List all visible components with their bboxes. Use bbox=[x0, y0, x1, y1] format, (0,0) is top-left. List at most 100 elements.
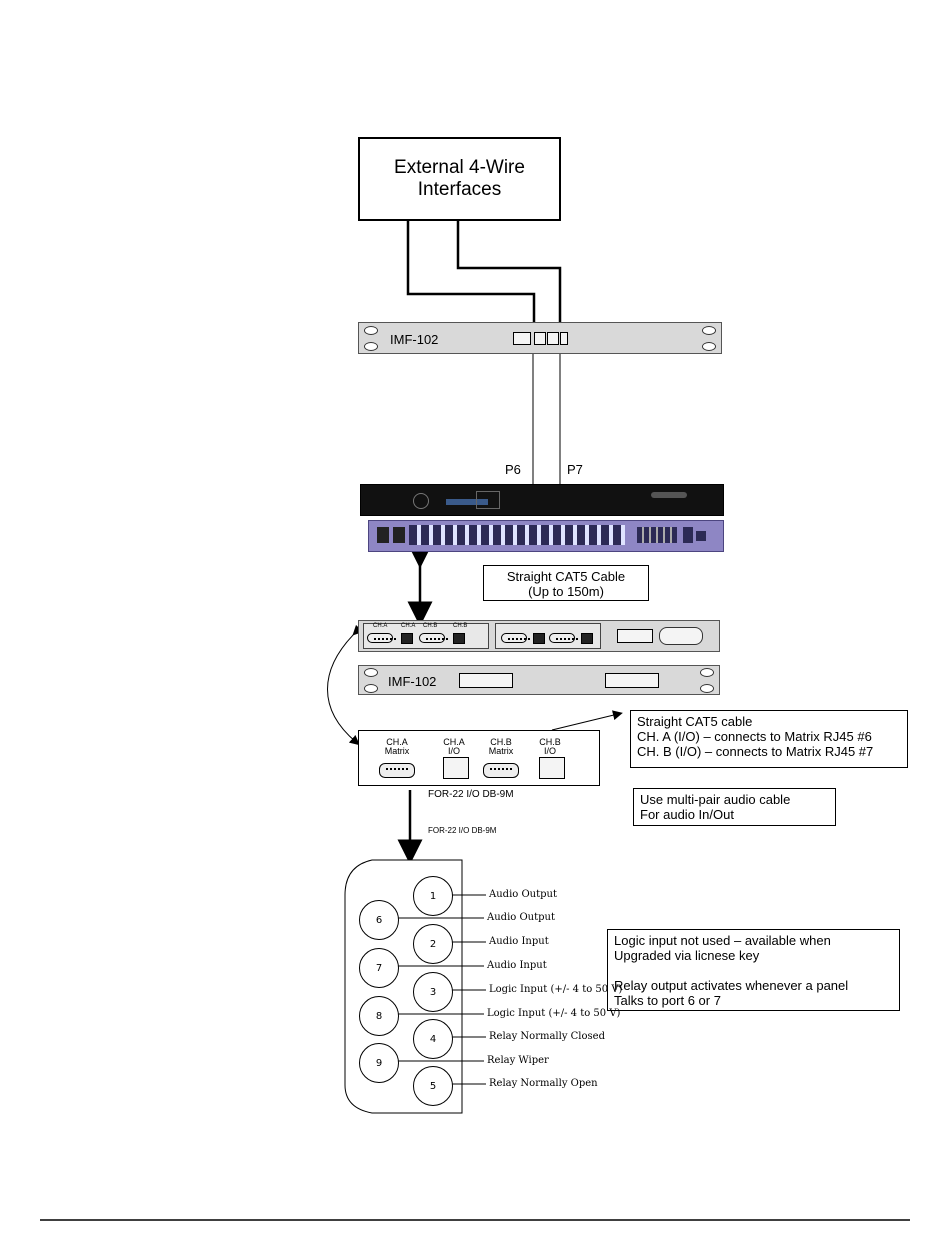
matrix-back-panel bbox=[368, 520, 724, 552]
pin-8: 8 bbox=[359, 996, 399, 1036]
back-rj45 bbox=[581, 633, 593, 644]
imf-top-label: IMF-102 bbox=[390, 332, 439, 347]
for22-label-2: FOR-22 I/O DB-9M bbox=[428, 826, 497, 835]
back-rj45 bbox=[453, 633, 465, 644]
pin-number: 3 bbox=[429, 986, 437, 998]
pin-2: 2 bbox=[413, 924, 453, 964]
for22-port-bottom: Matrix bbox=[384, 746, 410, 756]
curved-arrow bbox=[327, 624, 364, 746]
logic-note-box: Logic input not used – available when Up… bbox=[607, 929, 900, 1011]
pin-7: 7 bbox=[359, 948, 399, 988]
front-indicators bbox=[446, 499, 488, 505]
back-port-label: CH.A bbox=[401, 623, 416, 629]
pin-label: Logic Input (+/- 4 to 50 V) bbox=[489, 984, 623, 995]
for22-label-1: FOR-22 I/O DB-9M bbox=[428, 789, 514, 800]
pin-number: 6 bbox=[375, 914, 383, 926]
for22-rj45-b bbox=[539, 757, 565, 779]
logic-note-line1: Logic input not used – available when bbox=[614, 933, 831, 948]
imf-mid-port-group-a bbox=[459, 673, 513, 688]
cat5-note-line2: CH. A (I/O) – connects to Matrix RJ45 #6 bbox=[637, 729, 872, 744]
wire-external-2 bbox=[456, 219, 562, 332]
pin-label: Audio Output bbox=[487, 912, 555, 923]
pin-4: 4 bbox=[413, 1019, 453, 1059]
for22-db9-a bbox=[379, 763, 415, 778]
rack-hole bbox=[364, 326, 378, 335]
for22-port-bottom: Matrix bbox=[488, 746, 514, 756]
cat5-note-line1: Straight CAT5 cable bbox=[637, 714, 753, 729]
imf-mid-port-group-b bbox=[605, 673, 659, 688]
rj45-port bbox=[696, 531, 706, 541]
rack-hole bbox=[364, 668, 378, 677]
external-line1: External 4-Wire bbox=[394, 157, 525, 178]
pin-number: 9 bbox=[375, 1057, 383, 1069]
pin-5: 5 bbox=[413, 1066, 453, 1106]
power-inlet-icon bbox=[659, 627, 703, 645]
imf-102-mid-unit: IMF-102 bbox=[358, 665, 720, 695]
imf-102-top-unit: IMF-102 bbox=[358, 322, 722, 354]
pin-label: Relay Normally Closed bbox=[489, 1031, 605, 1042]
rack-hole bbox=[364, 342, 378, 351]
cat5-line1: Straight CAT5 Cable bbox=[506, 569, 626, 584]
imf-top-port bbox=[534, 332, 546, 345]
rack-hole bbox=[702, 326, 716, 335]
arrow-to-cat5-note bbox=[551, 710, 623, 731]
back-db9 bbox=[549, 633, 578, 643]
for22-port-top: CH.A bbox=[386, 737, 408, 747]
external-interfaces-box: External 4-Wire Interfaces bbox=[358, 137, 561, 221]
wire-external-1 bbox=[406, 219, 536, 332]
port-p6-label: P6 bbox=[505, 462, 521, 477]
imf-mid-label: IMF-102 bbox=[388, 674, 437, 689]
pin-label: Audio Input bbox=[489, 936, 549, 947]
logic-note-line2: Upgraded via licnese key bbox=[614, 948, 760, 963]
back-port-label: CH.A bbox=[373, 623, 388, 629]
imf-back-panel: CH.A CH.A CH.B CH.B bbox=[358, 620, 720, 652]
rj45-port-strip bbox=[409, 525, 625, 545]
imf-top-port bbox=[547, 332, 559, 345]
pin-label: Audio Input bbox=[487, 960, 547, 971]
brand-logo-icon bbox=[651, 492, 687, 498]
cat5-cable-box: Straight CAT5 Cable (Up to 150m) bbox=[483, 565, 649, 601]
pin-1: 1 bbox=[413, 876, 453, 916]
for22-port-top: CH.B bbox=[490, 737, 512, 747]
back-db9 bbox=[367, 633, 396, 643]
pin-number: 5 bbox=[429, 1080, 437, 1092]
rack-hole bbox=[700, 668, 714, 677]
pin-number: 4 bbox=[429, 1033, 437, 1045]
for22-port-bottom: I/O bbox=[447, 746, 460, 756]
pin-label: Audio Output bbox=[489, 889, 557, 900]
back-port-label: CH.B bbox=[423, 623, 438, 629]
for22-port-bottom: I/O bbox=[543, 746, 556, 756]
pin-number: 2 bbox=[429, 938, 437, 950]
db-connector-strip bbox=[637, 527, 677, 543]
pin-3: 3 bbox=[413, 972, 453, 1012]
back-db9 bbox=[501, 633, 530, 643]
logic-note-line4: Talks to port 6 or 7 bbox=[614, 993, 721, 1008]
imf-top-port bbox=[560, 332, 568, 345]
pin-number: 8 bbox=[375, 1010, 383, 1022]
for22-rj45-a bbox=[443, 757, 469, 779]
rj45-port bbox=[683, 527, 693, 543]
back-rj45 bbox=[533, 633, 545, 644]
audio-note-line2: For audio In/Out bbox=[640, 807, 734, 822]
audio-note-box: Use multi-pair audio cable For audio In/… bbox=[633, 788, 836, 826]
external-line2: Interfaces bbox=[417, 179, 502, 200]
pin-6: 6 bbox=[359, 900, 399, 940]
back-rj45 bbox=[401, 633, 413, 644]
cat5-line2: (Up to 150m) bbox=[528, 584, 604, 599]
back-switch bbox=[617, 629, 653, 643]
rack-hole bbox=[700, 684, 714, 693]
cat5-note-line3: CH. B (I/O) – connects to Matrix RJ45 #7 bbox=[637, 744, 874, 759]
audio-note-line1: Use multi-pair audio cable bbox=[640, 792, 791, 807]
logic-note-line3: Relay output activates whenever a panel bbox=[614, 978, 849, 993]
front-display bbox=[476, 491, 500, 509]
matrix-front-panel bbox=[360, 484, 724, 516]
pin-label: Relay Normally Open bbox=[489, 1078, 598, 1089]
for22-port-top: CH.B bbox=[539, 737, 561, 747]
pin-label: Logic Input (+/- 4 to 50 V) bbox=[487, 1008, 621, 1019]
pin-label: Relay Wiper bbox=[487, 1055, 549, 1066]
back-db9 bbox=[419, 633, 448, 643]
power-knob-icon bbox=[413, 493, 429, 509]
pin-number: 7 bbox=[375, 962, 383, 974]
back-port-label: CH.B bbox=[453, 623, 468, 629]
for22-db9-b bbox=[483, 763, 519, 778]
